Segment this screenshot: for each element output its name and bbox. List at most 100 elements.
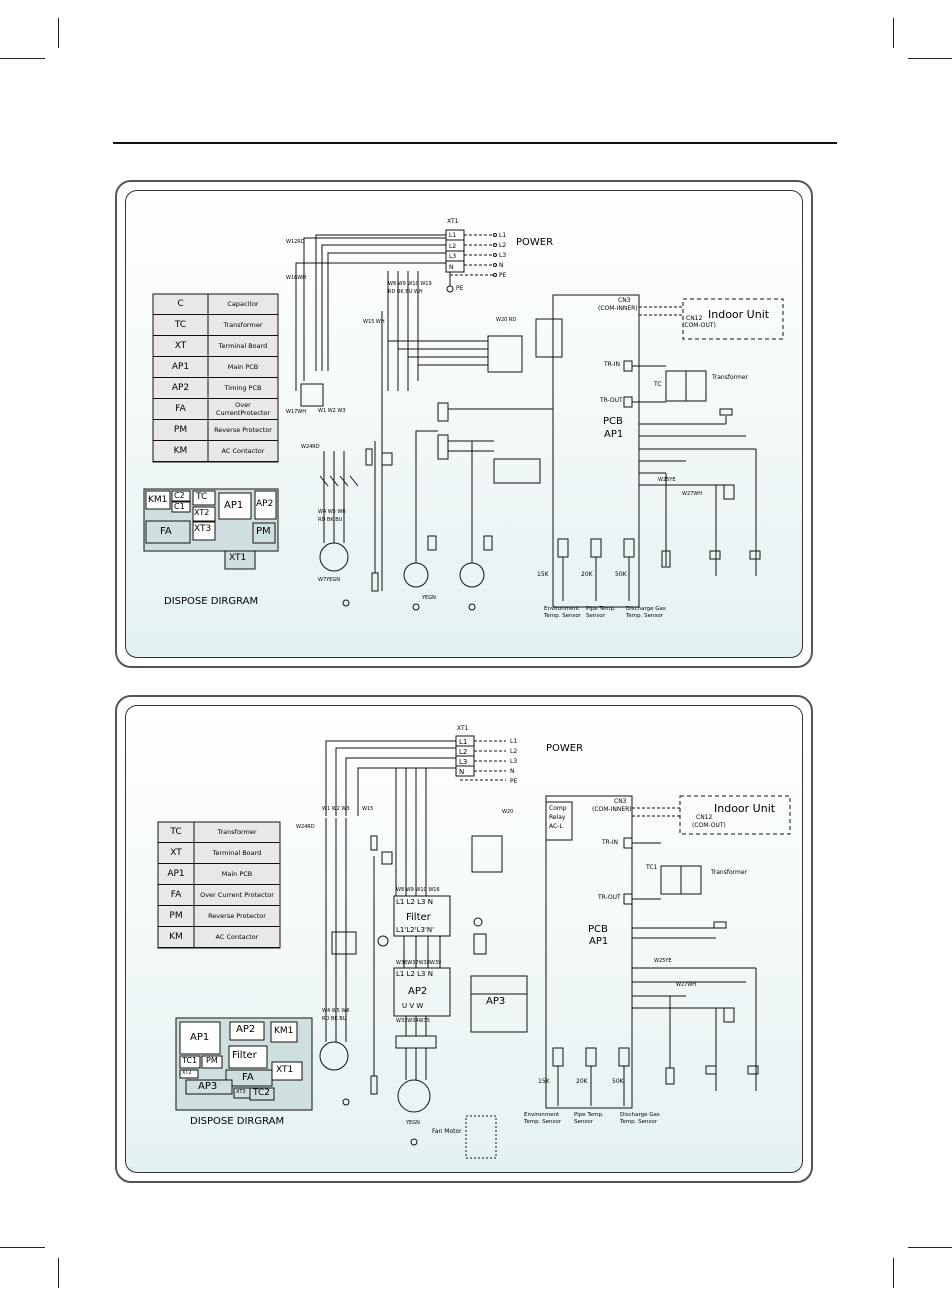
wire-label: RD BK BU xyxy=(318,517,343,523)
sensor-pipe-value: 20K xyxy=(581,571,593,578)
dispose-diagram-1 xyxy=(143,488,279,570)
wire-label: W27WH xyxy=(676,982,697,988)
output-l1: L1 xyxy=(510,738,518,745)
yegn-label: YEGN xyxy=(422,595,436,601)
filter-top-terminals: L1 L2 L3 N xyxy=(396,898,433,906)
pcb-id-label: AP1 xyxy=(604,429,624,440)
dispose-ap1: AP1 xyxy=(224,500,244,511)
legend-code: XT xyxy=(170,848,182,858)
wire-label: W15 WH xyxy=(363,319,385,325)
filter-label: Filter xyxy=(406,912,431,923)
terminal-n: N xyxy=(459,768,465,776)
dispose-xt3: XT3 xyxy=(194,524,212,534)
legend-table-1 xyxy=(152,293,279,463)
wiring-diagram-panel-2: POWER XT1 L1 L2 L3 N L1 L2 L3 N PE Indoo… xyxy=(115,695,813,1183)
wire-label: W33W34W35 xyxy=(396,1018,430,1024)
indoor-unit-label: Indoor Unit xyxy=(714,802,776,815)
wire-label: W8 W9 W10 W19 xyxy=(388,281,432,287)
tr-in-label: TR-IN xyxy=(602,839,619,846)
terminal-list: L1 L2 L3 N xyxy=(459,737,467,777)
wire-label: W20 xyxy=(502,809,514,815)
cn12-sub-label: (COM-OUT) xyxy=(692,822,726,829)
output-pe: PE xyxy=(510,778,518,785)
tc-label: TC1 xyxy=(646,864,658,871)
terminal-list: L1 L2 L3 N xyxy=(449,231,456,273)
legend-code: PM xyxy=(173,425,188,435)
output-l3: L3 xyxy=(510,758,518,765)
crop-mark xyxy=(0,58,45,59)
legend-description: Over CurrentProtector xyxy=(215,401,271,417)
dispose-pm: PM xyxy=(256,526,271,537)
dispose-diagram-2 xyxy=(175,1017,313,1111)
ap2-bottom-terminals: U V W xyxy=(402,1002,424,1010)
legend-description: AC Contactor xyxy=(221,447,265,455)
transformer-label: Transformer xyxy=(712,374,749,381)
header-rule xyxy=(113,142,837,144)
terminal-l3: L3 xyxy=(459,758,468,766)
wire-label: W24RD xyxy=(296,824,315,830)
sensor-discharge-value: 50K xyxy=(612,1078,624,1085)
wire-label: W25YE xyxy=(658,477,676,483)
terminal-l2: L2 xyxy=(459,748,468,756)
legend-code: XT xyxy=(174,341,187,351)
cn3-sub-label: (COM-INNER) xyxy=(598,305,638,312)
xt1-label: XT1 xyxy=(457,725,469,732)
wire-label: RD BK BU xyxy=(322,1016,347,1022)
crop-mark xyxy=(58,1258,59,1288)
tr-out-label: TR-OUT xyxy=(600,397,623,404)
terminal-l3: L3 xyxy=(449,253,457,260)
sensor-env-label: Environment Temp. Sensor xyxy=(524,1112,562,1125)
dispose-xt2: XT2 xyxy=(194,508,210,517)
legend-description: Capacitor xyxy=(227,300,259,308)
dispose-km1: KM1 xyxy=(148,495,168,505)
dispose-tc2: TC2 xyxy=(253,1088,270,1098)
legend-code: FA xyxy=(175,404,186,414)
legend-description: Transformer xyxy=(223,321,263,329)
legend-description: Terminal Board xyxy=(212,849,262,857)
legend-description: AC Contactor xyxy=(215,933,259,941)
cn3-label: CN3 xyxy=(614,798,627,805)
wire-label: W36W37W38W39 xyxy=(396,960,442,966)
legend-row: XT Terminal Board xyxy=(158,843,280,864)
legend-table-2 xyxy=(157,821,281,949)
wiring-diagram-panel-1: POWER XT1 L1 L2 L3 N L1 L2 L3 N PE PE In… xyxy=(115,180,813,668)
legend-code: AP1 xyxy=(167,869,185,879)
cn12-label: CN12 xyxy=(696,814,713,821)
wire-label: W4 W5 W6 xyxy=(322,1008,350,1014)
yegn-label: YEGN xyxy=(406,1120,420,1126)
output-l3: L3 xyxy=(499,252,507,259)
pcb-label: PCB xyxy=(603,416,623,427)
sensor-discharge-value: 50K xyxy=(615,571,627,578)
filter-bottom-terminals: L1'L2'L3'N' xyxy=(396,926,434,934)
legend-row: FA Over CurrentProtector xyxy=(153,399,278,420)
wire-label: W17WH xyxy=(286,409,307,415)
wire-label: W7YEGN xyxy=(318,577,340,583)
power-label: POWER xyxy=(516,237,554,248)
cn3-sub-label: (COM-INNER) xyxy=(592,806,632,813)
dispose-xt1: XT1 xyxy=(229,553,247,563)
legend-description: Timing PCB xyxy=(224,384,262,392)
crop-mark xyxy=(0,1247,45,1248)
fan-motor-label: Fan Motor xyxy=(432,1128,462,1135)
dispose-title: DISPOSE DIRGRAM xyxy=(190,1116,285,1127)
ap3-label: AP3 xyxy=(486,996,506,1007)
crop-mark xyxy=(893,18,894,48)
dispose-filter: Filter xyxy=(232,1050,257,1061)
sensor-env-value: 15K xyxy=(538,1078,550,1085)
dispose-c1: C1 xyxy=(174,502,185,511)
wire-label: W24RD xyxy=(301,444,320,450)
dispose-tc: TC xyxy=(196,492,208,502)
wire-label: W27WH xyxy=(682,491,703,497)
dispose-tc1: TC1 xyxy=(182,1056,198,1065)
